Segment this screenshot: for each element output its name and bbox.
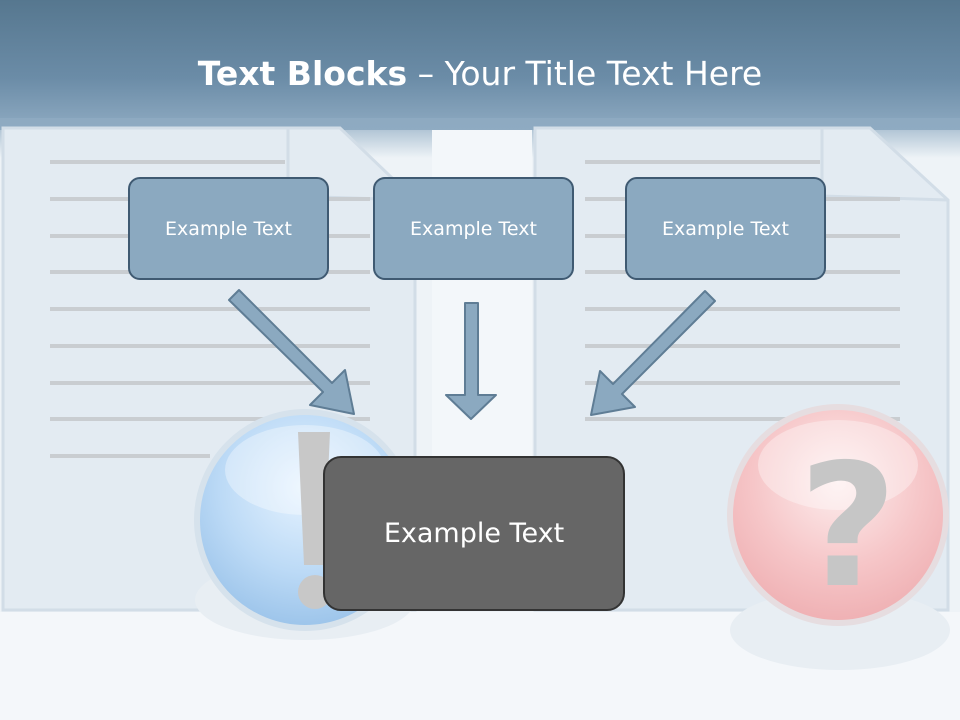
question-icon: ?	[727, 404, 950, 670]
title-banner	[0, 0, 960, 130]
text-block-left: Example Text	[128, 177, 329, 280]
arrow-right-diagonal	[590, 290, 716, 416]
arrow-left-diagonal	[228, 289, 355, 415]
text-block-right-label: Example Text	[662, 217, 789, 240]
text-block-left-label: Example Text	[165, 217, 292, 240]
svg-text:?: ?	[799, 428, 898, 626]
title-separator: –	[417, 54, 435, 93]
title-bold: Text Blocks	[197, 54, 408, 93]
text-block-center-label: Example Text	[410, 217, 537, 240]
page-title: Text Blocks – Your Title Text Here	[0, 54, 960, 93]
arrow-center-down	[445, 302, 497, 420]
text-block-main-label: Example Text	[383, 518, 565, 549]
text-block-right: Example Text	[625, 177, 826, 280]
text-block-center: Example Text	[373, 177, 574, 280]
title-rest: Your Title Text Here	[444, 54, 763, 93]
text-block-main: Example Text	[323, 456, 625, 611]
